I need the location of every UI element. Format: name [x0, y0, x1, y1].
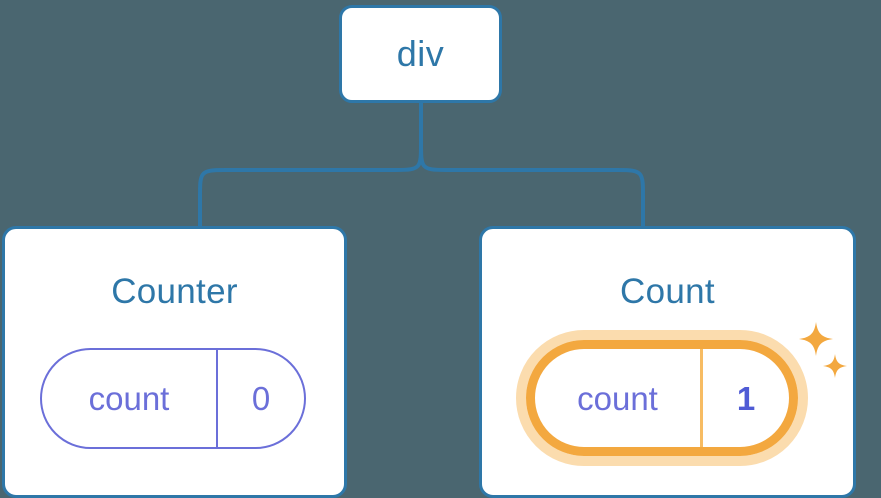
- connector-right: [419, 101, 645, 228]
- state-key-label: count: [42, 350, 218, 447]
- sparkle-icon: [823, 354, 847, 378]
- highlight-ring: [526, 340, 798, 456]
- state-pill-count-highlighted[interactable]: count 1: [516, 330, 808, 466]
- sparkle-icon: [799, 322, 833, 356]
- state-value-label: 0: [251, 380, 271, 417]
- highlight-glow-outer: [516, 330, 808, 466]
- state-pill-body: count 1: [535, 349, 789, 447]
- state-key-label: count: [535, 349, 703, 447]
- state-pill-body: count 0: [40, 348, 306, 449]
- sparkle-group: [795, 322, 855, 384]
- counter-card-title: Counter: [111, 272, 238, 311]
- state-value-label: 1: [736, 379, 756, 417]
- tree-node-root[interactable]: div: [339, 5, 502, 103]
- state-pill-counter[interactable]: count 0: [40, 348, 306, 449]
- root-node-label: div: [396, 33, 445, 74]
- connector-left: [198, 101, 423, 228]
- count-card-title: Count: [620, 272, 715, 311]
